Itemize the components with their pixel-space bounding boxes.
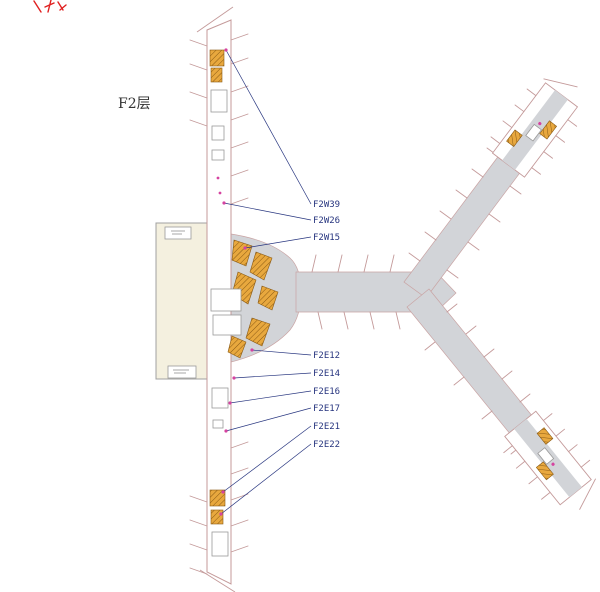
northeast-pier-ticks [490,88,578,175]
concourse-shop-south-2 [210,509,224,525]
northeast-pier-core [525,123,542,142]
marker-dot [221,490,225,494]
marker-dot [216,176,220,180]
corridor-bottom-ticks [317,311,401,330]
concourse-room-south-3 [211,531,229,557]
marker-dot [224,429,228,433]
hub-core-2 [212,314,242,336]
floor-label: F2层 [118,96,151,112]
northeast-arm-upper-ticks [408,147,499,262]
gate-label-f2e17: F2E17 [313,404,340,414]
southeast-pier-core [537,447,555,465]
marker-dot [538,122,542,126]
marker-dot [551,462,555,466]
hub-shop-1 [231,239,253,267]
southeast-pier-ticks [503,413,591,500]
leader-f2e16 [229,390,312,404]
gate-label-f2e12: F2E12 [313,351,340,361]
leader-f2w15 [244,236,312,249]
concourse-room-south-2 [212,419,224,429]
building-core-marks [171,230,189,374]
concourse-shop-north-1 [209,49,225,67]
northeast-arm-lower-ticks [446,185,522,279]
marker-dot [232,376,236,380]
concourse-room-north-3 [211,149,225,161]
southeast-pier [503,410,596,510]
hub-shop-4 [257,285,279,311]
leader-f2e14 [233,372,312,379]
building-north-core [164,226,192,240]
anchor-markers [219,48,254,516]
gate-label-f2w39: F2W39 [313,200,340,210]
hub-shop-2 [249,251,273,281]
southeast-arm-upper-ticks [446,303,531,403]
gate-label-f2w26: F2W26 [313,216,340,226]
marker-dot [228,401,232,405]
hub-shop-5 [245,317,271,347]
gate-label-f2e22: F2E22 [313,440,340,450]
southeast-arm-lower-ticks [424,341,522,455]
leader-f2w39 [225,49,312,205]
concourse-shop-north-2 [210,67,223,83]
gate-label-f2e16: F2E16 [313,387,340,397]
northeast-pier-shop-2 [539,120,558,140]
hub-shop-6 [227,335,247,359]
leader-f2w26 [223,202,312,221]
gate-labels: F2W39 F2W26 F2W15 F2E12 F2E14 F2E16 F2E1… [313,200,340,450]
east-side-gate-ticks [230,33,249,553]
hub-core-1 [210,288,242,312]
southeast-pier-shop-2 [535,461,554,481]
east-gate-ticks [311,147,531,455]
west-side-gate-ticks [189,39,208,575]
red-annotation-marks [33,0,67,13]
north-endcap-line [196,6,234,33]
gray-circulation-areas [230,121,560,468]
label-leader-lines [220,49,312,515]
northeast-pier [490,78,579,178]
marker-dot [224,48,228,52]
building-south-core [167,365,197,379]
gate-label-f2e21: F2E21 [313,422,340,432]
gate-label-f2e14: F2E14 [313,369,340,379]
gate-label-f2w15: F2W15 [313,233,340,243]
concourse-room-south-1 [211,387,229,409]
marker-dot [218,191,222,195]
leader-f2e12 [251,349,312,356]
leader-f2e17 [225,407,312,432]
concourse-shop-south-1 [209,489,226,507]
marker-dot [250,348,254,352]
northeast-pier-shop-1 [506,129,523,147]
marker-dot [222,201,226,205]
corridor-top-ticks [311,254,395,273]
leader-f2e21 [222,425,312,493]
southeast-pier-shop-1 [536,427,554,445]
leader-f2e22 [220,443,312,515]
hub-shops [210,239,279,359]
southeast-pier-endcap [579,478,596,510]
northeast-pier-endcap [543,78,578,88]
concourse-room-north-2 [211,125,225,141]
marker-dot [243,246,247,250]
concourse-room-north-1 [210,89,228,113]
marker-dot [219,512,223,516]
